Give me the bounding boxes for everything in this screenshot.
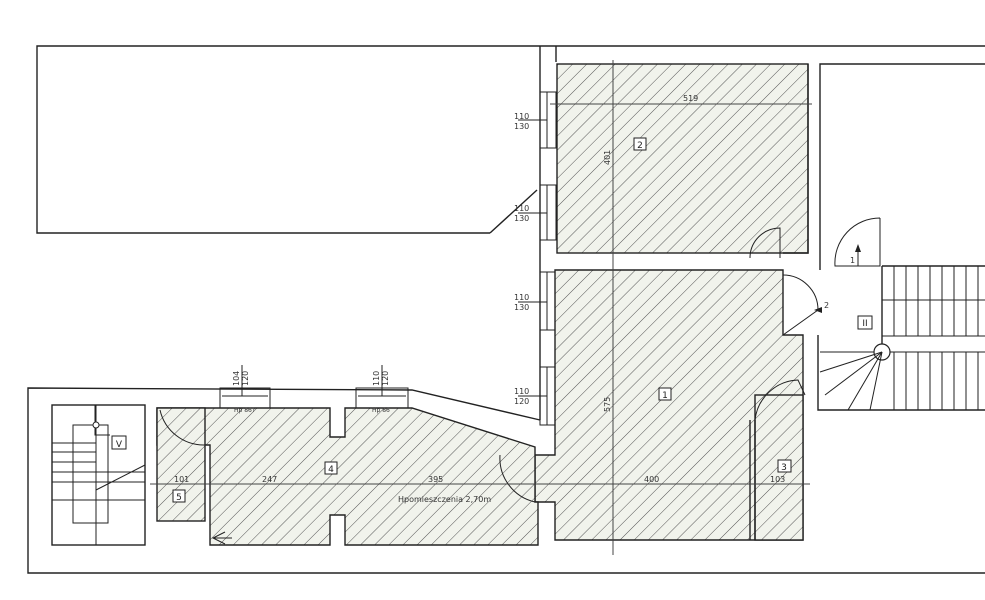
dim-room4-right: 395 [428, 475, 443, 484]
left-upper-block-outline [36, 45, 985, 234]
svg-text:120: 120 [241, 371, 250, 386]
svg-text:2: 2 [824, 301, 829, 310]
window-3 [539, 271, 557, 331]
staircase-v [51, 404, 146, 546]
svg-text:130: 130 [514, 214, 529, 223]
door-room3 [754, 379, 806, 421]
room-4 [156, 407, 539, 546]
dim-room3-width: 103 [770, 475, 785, 484]
room-label-4: 4 [324, 461, 338, 475]
stair-label-v: V [111, 435, 127, 450]
room-label-5: 5 [172, 489, 186, 503]
dim-room2-depth: 401 [603, 150, 612, 165]
room-label-3: 3 [777, 459, 792, 473]
svg-text:3: 3 [781, 463, 787, 473]
sill-label-2: Hp 86 [372, 407, 390, 414]
diagonal-wall [489, 189, 538, 234]
dim-room2-width: 519 [683, 94, 698, 103]
svg-text:4: 4 [328, 465, 334, 475]
svg-text:1: 1 [662, 391, 668, 401]
door-room2 [749, 227, 781, 259]
door-hall-north [834, 217, 881, 267]
svg-text:V: V [116, 440, 123, 450]
sill-label-1: Hp 86? [234, 407, 255, 414]
door-room4-room1 [499, 454, 536, 503]
svg-text:130: 130 [514, 122, 529, 131]
svg-text:110: 110 [514, 112, 529, 121]
room-5 [156, 407, 206, 522]
svg-text:120: 120 [514, 397, 529, 406]
svg-text:110: 110 [372, 371, 381, 386]
svg-text:5: 5 [176, 493, 182, 503]
dim-room1-depth: 575 [603, 397, 612, 412]
arrow-up-icon: 1 [850, 244, 861, 266]
dim-room1-width: 400 [644, 475, 659, 484]
room-label-2: 2 [633, 137, 647, 151]
room-1 [534, 269, 804, 541]
svg-text:110: 110 [514, 204, 529, 213]
dim-room5-width: 101 [174, 475, 189, 484]
svg-text:120: 120 [381, 371, 390, 386]
svg-text:110: 110 [514, 293, 529, 302]
staircase-ii [783, 63, 985, 411]
svg-text:110: 110 [514, 387, 529, 396]
dim-room4-left: 247 [262, 475, 277, 484]
room-height-note: Hpomieszczenia 2,70m [398, 495, 491, 504]
lower-block-outline [27, 387, 985, 574]
svg-text:104: 104 [232, 371, 241, 386]
stair-label-ii: II [857, 315, 873, 330]
arrow-left-icon: 2 [814, 301, 829, 313]
svg-text:130: 130 [514, 303, 529, 312]
door-hall [782, 274, 819, 336]
svg-text:II: II [862, 319, 867, 329]
room-label-1: 1 [658, 387, 672, 401]
room-2 [556, 63, 809, 254]
door-room5 [159, 409, 206, 446]
svg-text:1: 1 [850, 256, 855, 265]
svg-text:2: 2 [637, 141, 643, 151]
arrow-left-icon [211, 531, 232, 545]
